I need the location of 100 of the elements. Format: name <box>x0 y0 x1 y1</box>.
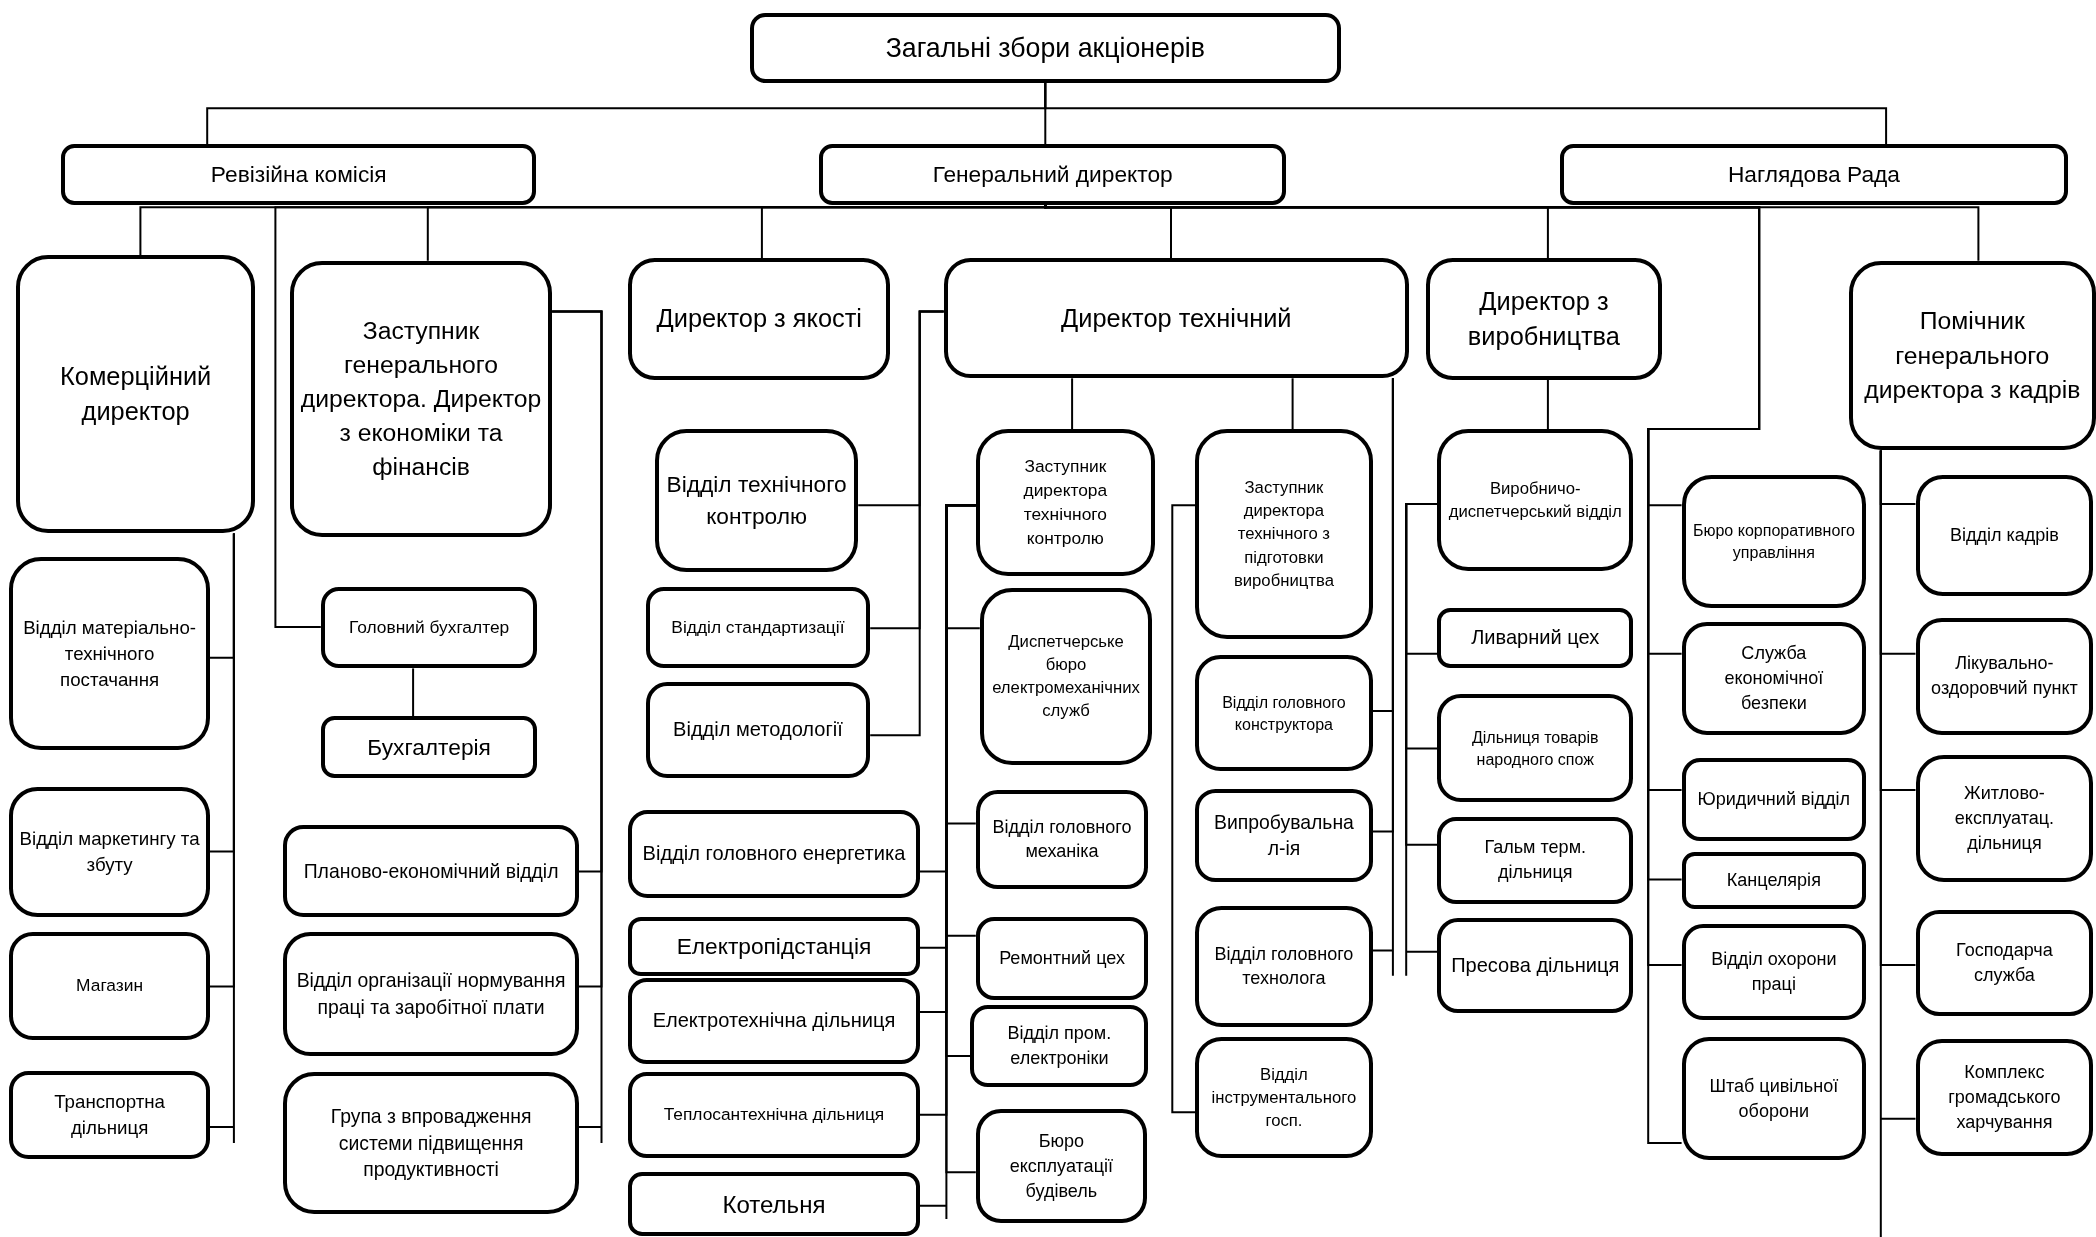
unit-label: Директор з виробництва <box>1466 285 1621 352</box>
unit-label: Відділ охорони праці <box>1710 947 1838 996</box>
org-unit-box <box>975 1109 1147 1224</box>
unit-label: Відділ технічного контролю <box>665 470 848 531</box>
unit-label: Комплекс громадського харчування <box>1947 1061 2062 1134</box>
org-unit-box <box>1915 910 2094 1016</box>
unit-label: Виробничо-диспетчерський відділ <box>1447 477 1623 523</box>
unit-label: Дільниця товарів народного спож <box>1470 726 1600 770</box>
unit-label: Наглядова Рада <box>1727 159 1900 189</box>
unit-label: Випробувальна л-ія <box>1213 809 1355 862</box>
org-unit-box <box>1681 621 1867 736</box>
org-unit-box <box>1681 474 1867 609</box>
org-unit-box <box>975 917 1149 1000</box>
unit-label: Житлово-експлуатац. дільниця <box>1953 782 2056 856</box>
org-unit-box <box>1195 429 1373 639</box>
unit-label: Господарча служба <box>1955 939 2054 988</box>
unit-label: Відділ методології <box>673 717 843 742</box>
unit-label: Відділ головного енергетика <box>642 841 906 867</box>
org-unit-box <box>1681 1037 1867 1161</box>
unit-label: Диспетчерське бюро електромеханічних служб <box>991 631 1141 723</box>
unit-label: Котельня <box>722 1189 826 1220</box>
unit-label: Відділ головного механіка <box>991 815 1133 864</box>
org-unit-box <box>9 787 210 917</box>
org-unit-box <box>9 931 210 1040</box>
org-unit-box <box>1437 816 1634 904</box>
org-unit-box <box>1426 258 1662 380</box>
unit-label: Помічник генерального директора з кадрів <box>1863 306 2082 405</box>
unit-label: Відділ матеріально-технічного постачання <box>22 615 198 692</box>
org-unit-box <box>1437 693 1634 802</box>
unit-label: Теплосантехнічна дільниця <box>663 1102 885 1126</box>
unit-label: Група з впровадження системи підвищення продуктивності <box>329 1103 533 1183</box>
org-unit-box <box>749 13 1341 83</box>
org-unit-box <box>283 1072 579 1214</box>
org-unit-box <box>9 557 210 750</box>
unit-label: Директор технічний <box>1061 302 1292 334</box>
org-unit-box <box>943 258 1409 379</box>
org-unit-box <box>819 144 1286 205</box>
connector-line <box>1171 504 1196 1114</box>
org-unit-box <box>645 681 871 778</box>
connector-line <box>1405 502 1438 977</box>
unit-label: Служба економічної безпеки <box>1723 642 1825 715</box>
unit-label: Транспортна дільниця <box>53 1090 166 1140</box>
connector-line <box>551 310 603 1144</box>
org-unit-box <box>1681 757 1867 841</box>
org-unit-box <box>975 429 1155 577</box>
unit-label: Канцелярія <box>1726 868 1821 892</box>
unit-label: Гальм терм. дільниця <box>1483 836 1588 885</box>
connector-line <box>1879 449 1917 1237</box>
unit-label: Відділ пром. електроніки <box>1006 1022 1113 1070</box>
unit-label: Заступник директора технічного з підготовки виробництва <box>1232 477 1335 592</box>
connector-line <box>1291 377 1294 431</box>
unit-label: Заступник генерального директора. Директор з економіки та фінансів <box>300 315 543 483</box>
org-unit-box <box>628 978 920 1065</box>
org-unit-box <box>1915 474 2094 597</box>
org-unit-box <box>1195 1037 1373 1158</box>
unit-label: Ремонтний цех <box>999 947 1125 970</box>
unit-label: Відділ організації нормування праці та заробітної плати <box>295 968 567 1020</box>
unit-label: Головний бухгалтер <box>348 615 510 639</box>
unit-label: Відділ стандартизації <box>671 615 845 639</box>
unit-label: Відділ маркетингу та збуту <box>19 827 200 878</box>
unit-label: Бюро експлуатації будівель <box>1008 1129 1114 1203</box>
org-unit-box <box>61 144 536 205</box>
unit-label: Загальні збори акціонерів <box>885 31 1205 65</box>
unit-label: Комерційний директор <box>59 361 213 428</box>
org-unit-box <box>1681 851 1867 909</box>
connector-line <box>412 667 415 718</box>
org-unit-box <box>1915 1038 2094 1157</box>
org-unit-box <box>645 586 871 669</box>
org-unit-box <box>1848 260 2096 451</box>
org-unit-box <box>1559 144 2068 205</box>
unit-label: Генеральний директор <box>932 159 1173 189</box>
org-unit-box <box>970 1005 1149 1087</box>
org-unit-box <box>628 1172 920 1237</box>
unit-label: Пресова дільниця <box>1451 952 1620 978</box>
org-unit-box <box>1195 788 1373 883</box>
connector-line <box>208 532 235 1144</box>
unit-label: Бухгалтерія <box>367 732 491 762</box>
connector-line <box>869 310 945 737</box>
org-unit-box <box>628 810 920 899</box>
unit-label: Штаб цивільної оборони <box>1708 1074 1840 1123</box>
org-unit-box <box>320 716 538 778</box>
org-unit-box <box>975 790 1149 889</box>
unit-label: Бюро корпоративного управління <box>1691 520 1856 564</box>
org-unit-box <box>283 824 579 917</box>
connector-line <box>1546 378 1549 431</box>
unit-label: Планово-економічний відділ <box>303 858 559 884</box>
unit-label: Директор з якості <box>656 303 862 335</box>
org-unit-box <box>290 260 553 538</box>
org-unit-box <box>628 917 920 976</box>
unit-label: Відділ інструментального госп. <box>1210 1063 1358 1132</box>
unit-label: Ливарний цех <box>1471 625 1600 651</box>
unit-label: Юридичний відділ <box>1697 787 1851 811</box>
org-unit-box <box>1915 755 2094 883</box>
org-unit-box <box>1195 655 1373 772</box>
unit-label: Електротехнічна дільниця <box>652 1008 896 1034</box>
org-unit-box <box>1437 429 1634 571</box>
org-unit-box <box>283 931 579 1056</box>
org-unit-box <box>1195 906 1373 1027</box>
unit-label: Відділ кадрів <box>1949 523 2059 547</box>
unit-label: Магазин <box>76 973 144 997</box>
